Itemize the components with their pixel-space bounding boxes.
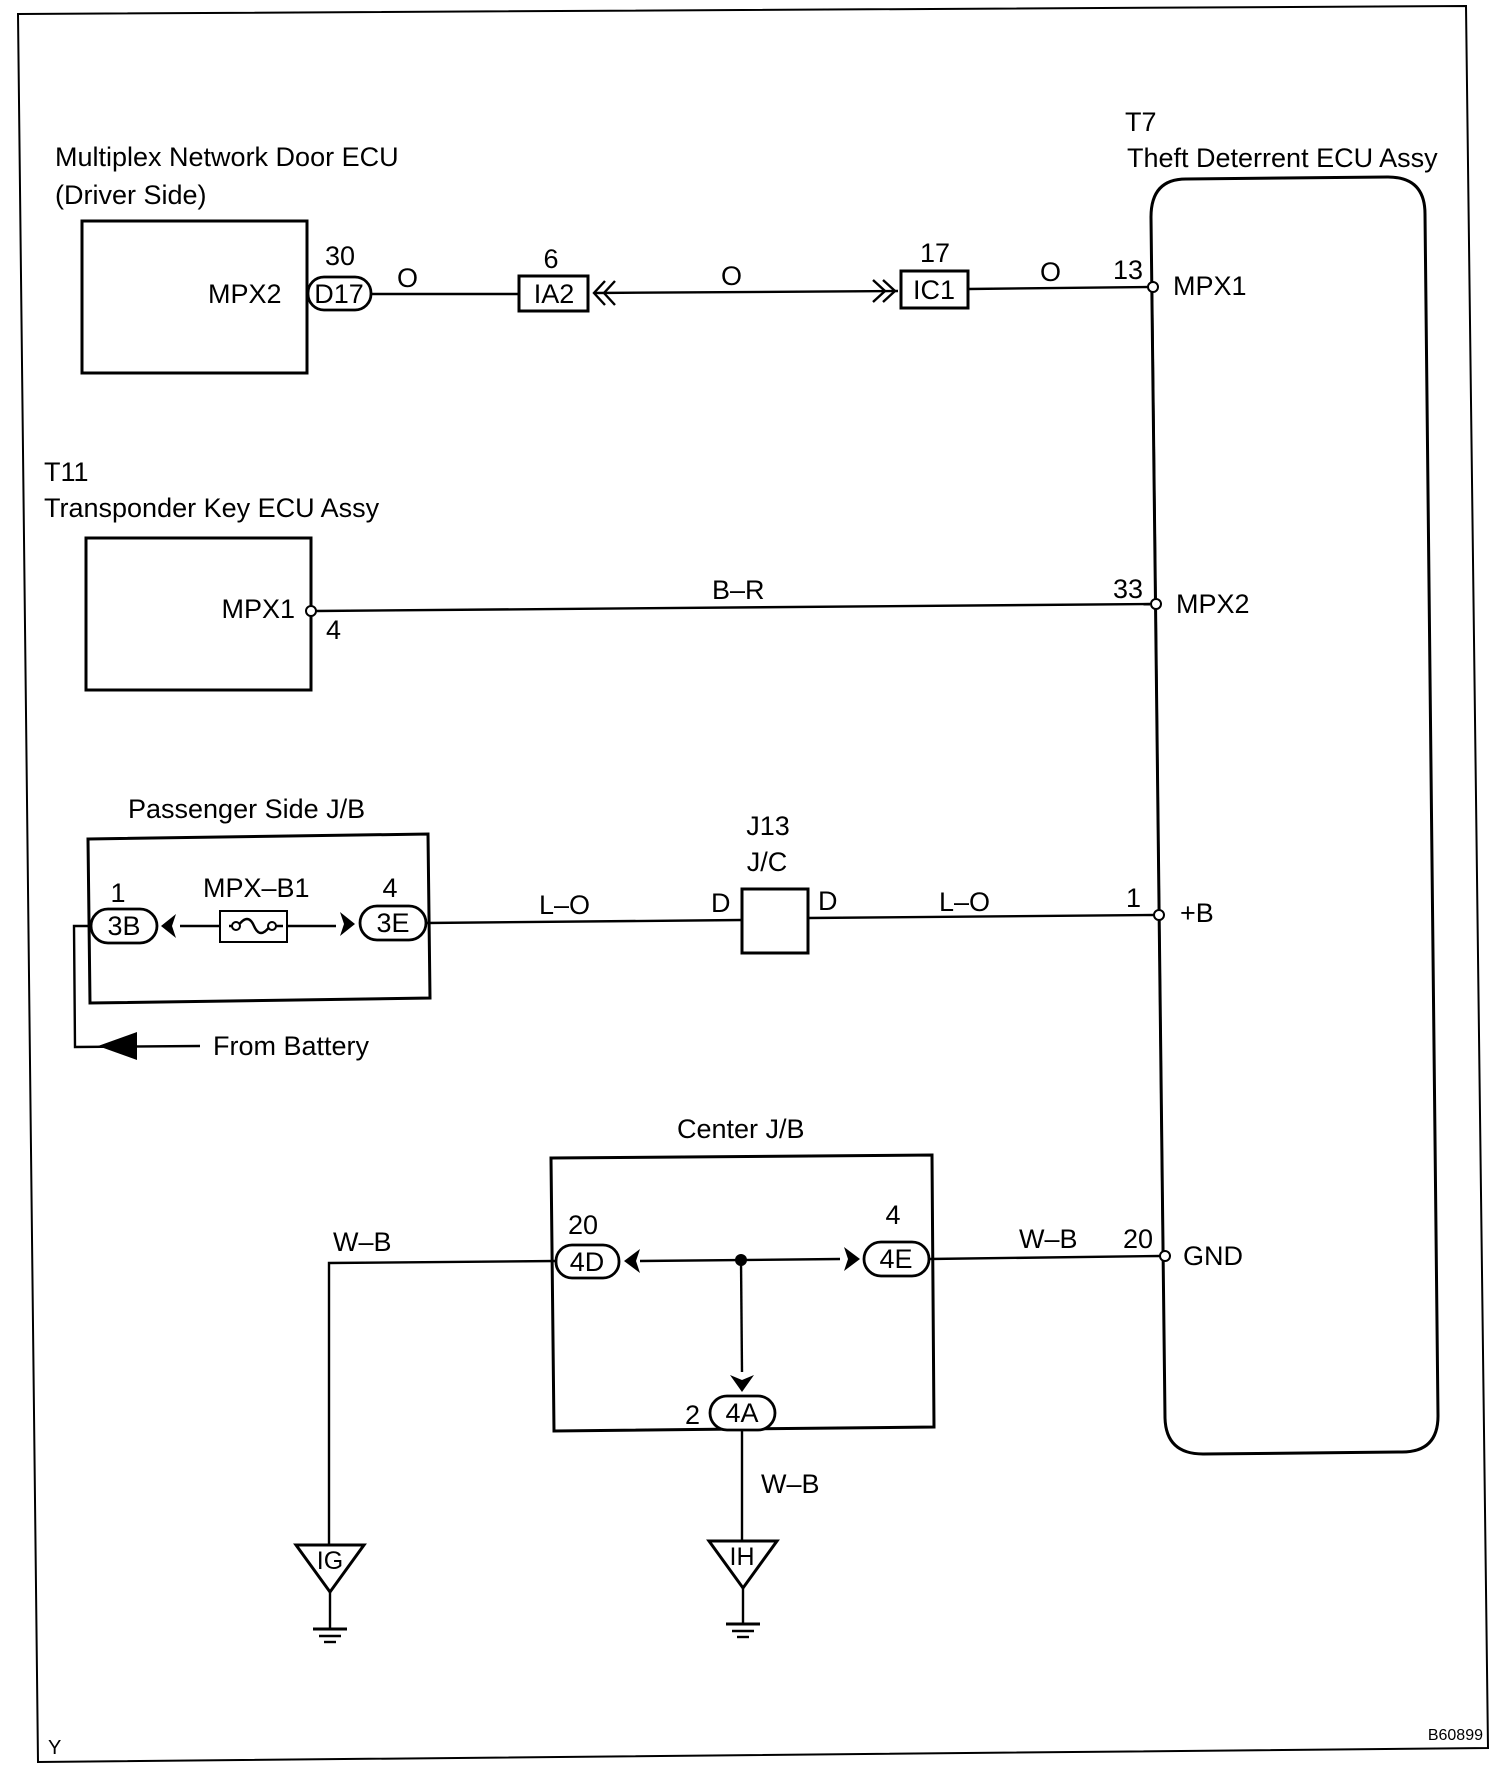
t7-b-label: +B [1180,898,1214,928]
theft-ecu-pin-rail [1150,286,1165,1253]
wire-lo-1-label: L–O [539,890,590,920]
passenger-jb-title: Passenger Side J/B [128,794,365,824]
pin-t7-mpx2: 33 [1113,574,1143,604]
4d-arrow [624,1249,640,1273]
door-ecu-pin-label: MPX2 [208,279,282,309]
connector-ic1 [899,269,970,310]
door-ecu-title-line2: (Driver Side) [55,180,207,210]
wire-o-3: O [1040,257,1061,287]
battery-wire [72,924,201,1049]
wire-wb-ih-label: W–B [761,1469,820,1499]
junction-type: J/C [747,847,788,877]
3e-arrow [340,912,355,936]
3b-arrow [161,914,176,938]
fuse-node-right [267,921,277,931]
t7-gnd-label: GND [1183,1241,1243,1271]
4a-arrow [730,1375,754,1392]
t7-mpx2-label: MPX2 [1176,589,1250,619]
transponder-code: T11 [44,457,89,487]
wire-o-2: O [721,261,742,291]
wire-wb-ig [327,1259,557,1544]
pin-3b: 1 [110,878,125,908]
wire-lo-2-label: L–O [939,887,990,917]
theft-ecu-title: Theft Deterrent ECU Assy [1127,143,1438,173]
ic1-chevrons [872,279,897,303]
connector-3e-label: 3E [376,908,409,938]
wire-ic1-t7 [967,285,1151,291]
wire-o-1: O [397,263,418,293]
connector-ic1-label: IC1 [913,275,955,305]
passenger-jb-box [86,832,432,1005]
pin-d17: 30 [325,241,355,271]
connector-4a-label: 4A [725,1398,758,1428]
ground-ig-triangle [293,1543,367,1595]
transponder-pin-label: MPX1 [221,594,295,624]
wire-br-label: B–R [712,575,765,605]
pin-ic1: 17 [920,238,950,268]
ground-ih-label: IH [730,1543,755,1571]
junction-j13: J13 J/C D D [711,811,838,955]
center-jb-title: Center J/B [677,1114,805,1144]
pin-t11-mpx1: 4 [326,615,341,645]
battery-label: From Battery [213,1031,370,1061]
theft-ecu-code: T7 [1125,107,1157,137]
fuse-label: MPX–B1 [203,873,310,903]
wire-lo-1 [425,918,743,925]
pin-3e: 4 [382,873,397,903]
footer-right: B60899 [1428,1727,1483,1744]
wire-br [315,602,1151,613]
wire-wb-gnd [928,1254,1161,1261]
t7-mpx1-node [1147,281,1159,293]
pin-t7-mpx1: 13 [1113,255,1143,285]
footer-left: Y [48,1737,61,1759]
wire-lo-2 [807,913,1155,920]
center-jb-drop [739,1259,744,1373]
transponder-ecu: T11 Transponder Key ECU Assy MPX1 [44,457,380,692]
passenger-jb: Passenger Side J/B MPX–B1 [86,794,432,1005]
connector-3b-label: 3B [107,911,140,941]
pin-4d: 20 [568,1210,598,1240]
t7-mpx1-label: MPX1 [1173,271,1247,301]
wire-wb-gnd-label: W–B [1019,1224,1078,1254]
center-jb-splice [735,1254,747,1266]
connector-d17-label: D17 [314,279,364,309]
junction-code: J13 [746,811,790,841]
theft-ecu-outline [1149,175,1440,1456]
center-jb-box [549,1153,936,1433]
wire-ia2-ic1 [593,289,899,295]
battery-arrow [98,1032,137,1060]
fuse-node-left [231,921,241,931]
pin-t7-b: 1 [1126,883,1141,913]
wire-wb-ig-label: W–B [333,1227,392,1257]
ground-ih-triangle [706,1539,780,1591]
pin-ia2: 6 [543,244,558,274]
connector-4d-label: 4D [570,1247,605,1277]
ground-ig-label: IG [317,1547,343,1575]
pin-4e: 4 [885,1200,900,1230]
4e-arrow [844,1247,860,1271]
door-ecu-title-line1: Multiplex Network Door ECU [55,142,399,172]
pin-4a: 2 [685,1400,700,1430]
transponder-title: Transponder Key ECU Assy [44,493,380,523]
theft-ecu: T7 Theft Deterrent ECU Assy [1125,107,1440,1456]
t7-b-node [1153,909,1165,921]
pin-t7-gnd: 20 [1123,1224,1153,1254]
connector-ia2-label: IA2 [534,279,575,309]
t7-gnd-node [1159,1250,1171,1262]
ground-ig: IG [293,1543,367,1644]
ground-ih: IH [706,1539,780,1639]
connector-4e-label: 4E [879,1244,912,1274]
center-jb: Center J/B [549,1114,936,1433]
junction-box [740,887,810,955]
connector-ia2 [517,274,590,313]
door-ecu: Multiplex Network Door ECU (Driver Side)… [55,142,399,375]
junction-pin-right: D [818,886,838,916]
t11-mpx1-node [305,605,317,617]
t7-mpx2-node [1150,598,1162,610]
outer-frame [16,4,1490,1764]
junction-pin-left: D [711,888,731,918]
